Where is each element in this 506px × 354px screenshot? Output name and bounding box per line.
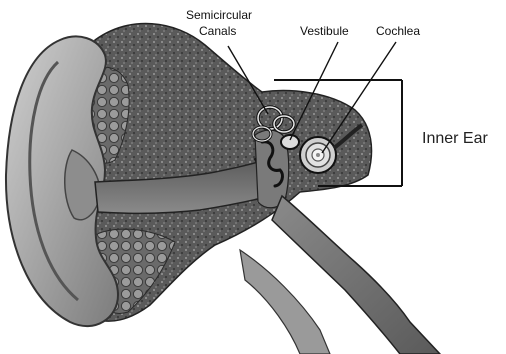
label-semicircular-line2: Canals bbox=[199, 24, 236, 38]
vestibule-structure bbox=[281, 135, 299, 149]
label-cochlea: Cochlea bbox=[376, 24, 420, 38]
label-inner-ear: Inner Ear bbox=[422, 130, 488, 148]
label-semicircular-line1: Semicircular bbox=[186, 8, 252, 22]
cochlea-structure bbox=[300, 137, 336, 173]
label-vestibule: Vestibule bbox=[300, 24, 349, 38]
eustachian-tube-lower-wall bbox=[240, 250, 330, 354]
